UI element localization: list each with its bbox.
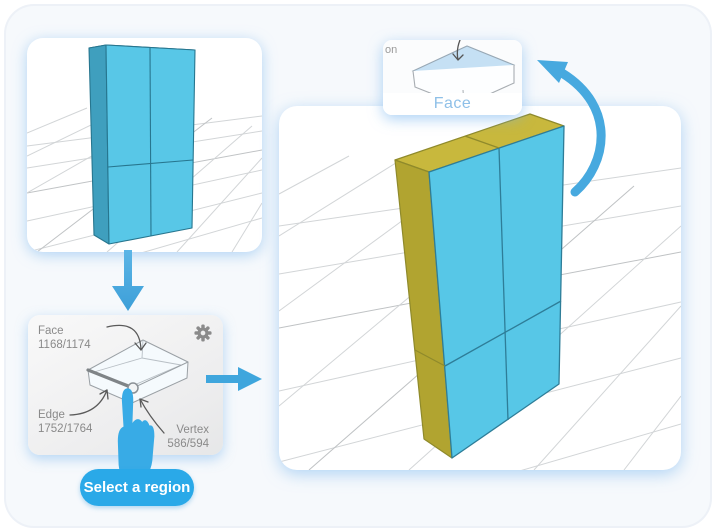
vertex-annotation-arrow [139,398,165,434]
face-count: 1168/1174 [38,339,91,351]
arrow-down-icon [112,250,144,311]
face-tooltip-diagram: on [383,40,522,93]
arrow-right-icon [206,367,262,391]
hand-cursor-icon [117,388,155,482]
front-face[interactable] [428,125,565,459]
face-annotation-arrow [106,324,142,351]
face-count-label: Face 1168/1174 [38,324,91,352]
cyan-box[interactable] [88,44,196,245]
edge-count: 1752/1764 [38,423,93,435]
edge-annotation-arrow [69,389,108,416]
face-tooltip-label: Face [383,93,522,115]
highlighted-edge [86,368,135,390]
curved-arrow-icon [537,60,606,197]
face-tooltip: on Face [383,40,522,115]
select-region-button[interactable]: Select a region [80,469,194,506]
selected-box[interactable] [394,113,565,459]
vertex-count: 586/594 [167,438,209,450]
model-selected-scene [279,113,681,470]
vertex-label: Vertex [176,424,209,436]
clipped-text: on [385,44,398,56]
vertex-count-label: Vertex 586/594 [167,423,209,451]
viewport-selected-panel [279,106,681,470]
edge-count-label: Edge 1752/1764 [38,408,92,436]
viewport-before-panel [27,38,262,252]
open-box-diagram [69,324,189,434]
face-label: Face [38,325,64,337]
gear-icon[interactable] [194,324,212,342]
model-before-scene [27,44,262,252]
edge-label: Edge [38,409,65,421]
face-tooltip-box [411,40,516,93]
